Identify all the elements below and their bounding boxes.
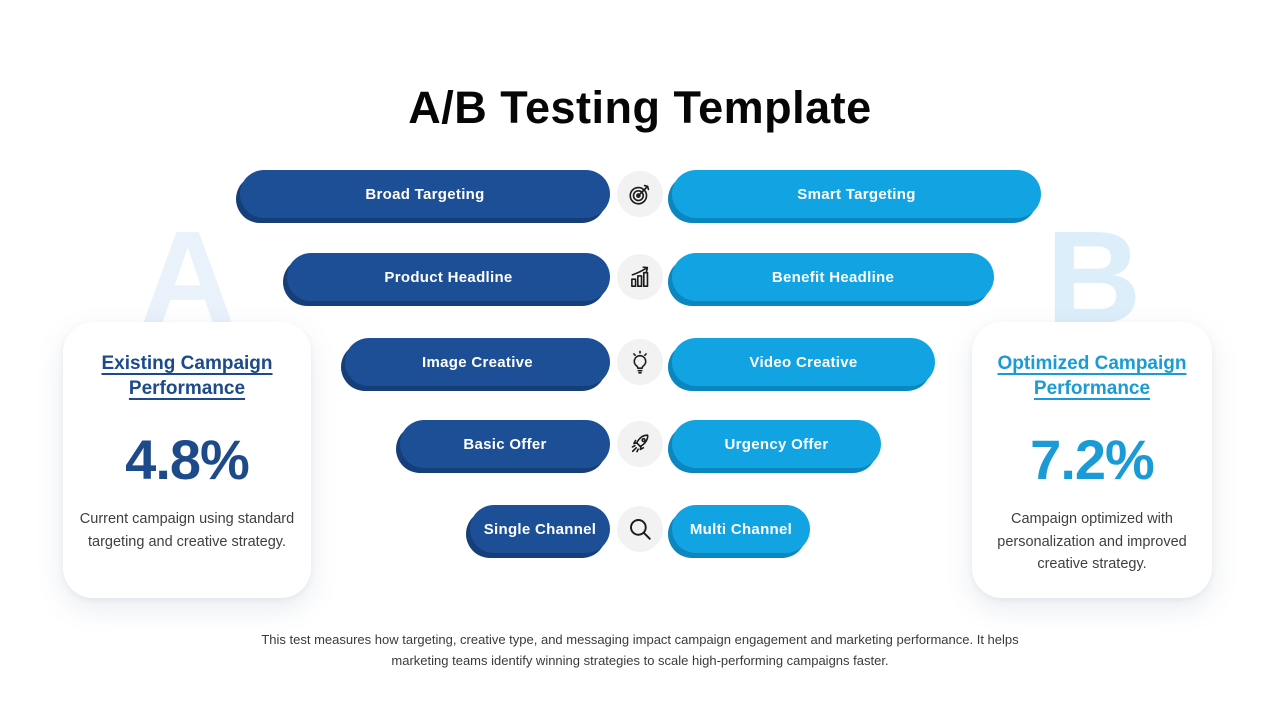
image-creative-pill[interactable]: Image Creative (345, 338, 610, 386)
variant-a-watermark: A (140, 204, 236, 351)
urgency-offer-pill[interactable]: Urgency Offer (672, 420, 881, 468)
existing-performance-card: Existing Campaign Performance 4.8% Curre… (63, 322, 311, 598)
growth-chart-icon (617, 254, 663, 300)
broad-targeting-pill[interactable]: Broad Targeting (240, 170, 610, 218)
magnifier-icon (617, 506, 663, 552)
smart-targeting-pill[interactable]: Smart Targeting (672, 170, 1041, 218)
page-title: A/B Testing Template (408, 82, 872, 134)
optimized-performance-title: Optimized Campaign Performance (997, 353, 1187, 399)
benefit-headline-pill[interactable]: Benefit Headline (672, 253, 994, 301)
existing-performance-title: Existing Campaign Performance (101, 353, 273, 399)
optimized-performance-description: Campaign optimized with personalization … (997, 511, 1187, 573)
optimized-performance-value: 7.2% (1030, 428, 1155, 492)
optimized-performance-card: Optimized Campaign Performance 7.2% Camp… (972, 322, 1212, 598)
footer-note-line2: marketing teams identify winning strateg… (391, 652, 889, 668)
single-channel-pill[interactable]: Single Channel (470, 505, 610, 553)
target-icon (617, 171, 663, 217)
video-creative-pill[interactable]: Video Creative (672, 338, 935, 386)
multi-channel-pill[interactable]: Multi Channel (672, 505, 810, 553)
product-headline-pill[interactable]: Product Headline (287, 253, 610, 301)
existing-performance-description: Current campaign using standard targetin… (79, 511, 295, 550)
rocket-icon (617, 421, 663, 467)
footer-note-line1: This test measures how targeting, creati… (261, 632, 1019, 647)
existing-performance-value: 4.8% (125, 428, 250, 492)
variant-b-watermark: B (1046, 204, 1142, 351)
footer-note: This test measures how targeting, creati… (0, 630, 1280, 672)
lightbulb-icon (617, 339, 663, 385)
basic-offer-pill[interactable]: Basic Offer (400, 420, 610, 468)
